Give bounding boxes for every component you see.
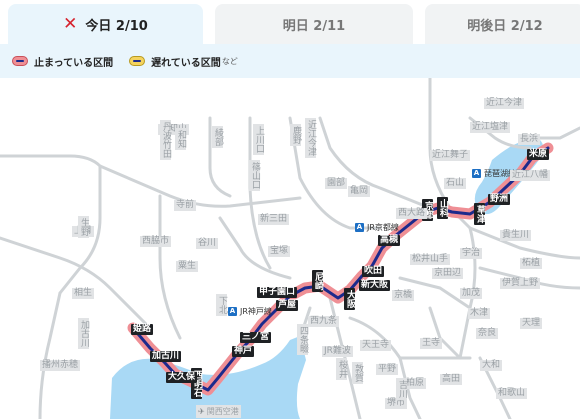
tab-tomorrow-label: 明日 2/11: [282, 18, 346, 34]
station-grey[interactable]: 近江塩津: [470, 122, 511, 133]
station-grey[interactable]: 亀岡: [348, 186, 371, 197]
station-grey[interactable]: 粟生: [176, 261, 199, 272]
station-kusatsu[interactable]: 草津: [474, 203, 485, 225]
station-grey[interactable]: 奈良: [476, 328, 499, 339]
station-grey[interactable]: 寺前: [174, 200, 197, 211]
airport-icon: ✈: [198, 407, 205, 416]
station-grey[interactable]: 宇治: [460, 248, 483, 259]
kyoto-line-label: A JR京都線: [355, 223, 399, 232]
legend-delayed-suffix: など: [221, 56, 238, 66]
close-x-icon: ✕: [63, 13, 78, 34]
station-grey[interactable]: 伊賀上野: [500, 278, 541, 289]
station-kakogawa[interactable]: 加古川: [150, 351, 182, 362]
tab-today-label: 今日 2/10: [85, 18, 148, 34]
station-suita[interactable]: 吹田: [362, 266, 385, 277]
station-grey-vertical[interactable]: 和知: [175, 128, 186, 150]
station-himeji[interactable]: 姫路: [131, 324, 154, 335]
legend-stopped: 止まっている区間: [12, 54, 113, 69]
route-map[interactable]: A 琵琶湖線 A JR京都線 A JR神戸線 米原 野洲 草津 山科 京都 高槻…: [0, 78, 580, 419]
station-grey[interactable]: 王寺: [420, 338, 443, 349]
legend-delayed: 遅れている区間 など: [129, 54, 238, 69]
station-grey-vertical[interactable]: 桜井: [336, 358, 347, 380]
station-grey[interactable]: 堺市: [385, 398, 408, 409]
tab-day-after[interactable]: 明後日 2/12: [425, 4, 580, 44]
station-grey-vertical[interactable]: 吉川: [396, 378, 407, 400]
station-grey[interactable]: 松井山手: [410, 254, 451, 265]
station-okubo[interactable]: 大久保: [166, 372, 198, 383]
station-nishiakashi[interactable]: 西明石: [191, 368, 202, 399]
tab-today[interactable]: ✕ 今日 2/10: [8, 4, 203, 44]
station-ashiya[interactable]: 芦屋: [276, 300, 299, 311]
station-grey[interactable]: 谷川: [196, 238, 219, 249]
station-grey-vertical[interactable]: 下北: [216, 294, 227, 316]
jr-line-icon: A: [355, 223, 364, 232]
legend-bar: 止まっている区間 遅れている区間 など: [0, 44, 580, 78]
station-yasu[interactable]: 野洲: [488, 194, 511, 205]
station-grey[interactable]: 新三田: [258, 214, 290, 225]
station-grey[interactable]: 柘植: [520, 258, 543, 269]
station-amagasaki[interactable]: 尼崎: [312, 270, 323, 292]
station-grey[interactable]: JR難波: [322, 346, 353, 357]
station-grey[interactable]: 平野: [376, 364, 399, 375]
station-grey-vertical[interactable]: 四条畷: [297, 324, 308, 355]
station-grey-vertical[interactable]: 篠山口: [249, 160, 260, 191]
station-grey[interactable]: 石山: [444, 178, 467, 189]
station-osaka[interactable]: 大阪: [344, 288, 355, 310]
station-grey[interactable]: 天王寺: [360, 340, 392, 351]
station-grey[interactable]: 園部: [325, 178, 348, 189]
station-grey[interactable]: 天理: [520, 318, 543, 329]
station-grey[interactable]: 京橋: [392, 290, 415, 301]
biwako-line-label: A 琵琶湖線: [472, 169, 516, 178]
station-kobe[interactable]: 神戸: [232, 346, 255, 357]
station-grey[interactable]: 宝塚: [268, 246, 291, 257]
tab-tomorrow[interactable]: 明日 2/11: [215, 4, 413, 44]
station-grey[interactable]: 木津: [468, 308, 491, 319]
jr-line-icon: A: [228, 307, 237, 316]
station-grey[interactable]: 京田辺: [432, 268, 464, 279]
station-grey-vertical[interactable]: 加古川: [78, 318, 89, 349]
kansai-airport[interactable]: ✈ 関西空港: [196, 405, 241, 418]
station-grey-vertical[interactable]: 丹波竹田: [160, 120, 171, 160]
station-grey[interactable]: 近江舞子: [430, 150, 471, 161]
delayed-swatch-icon: [129, 56, 146, 66]
station-grey-vertical[interactable]: 生野: [78, 216, 89, 238]
station-koshienguchi[interactable]: 甲子園口: [257, 287, 298, 298]
legend-delayed-label: 遅れている区間: [151, 57, 221, 69]
station-grey[interactable]: 貴生川: [500, 230, 532, 241]
station-grey-vertical[interactable]: 近江今津: [305, 118, 316, 158]
station-grey[interactable]: 高田: [440, 374, 463, 385]
station-shinosaka[interactable]: 新大阪: [359, 280, 391, 291]
station-sannomiya[interactable]: 三ノ宮: [240, 332, 272, 343]
tab-day-after-label: 明後日 2/12: [467, 18, 543, 34]
station-grey[interactable]: 柏原: [404, 378, 427, 389]
station-grey[interactable]: 福知山: [158, 124, 190, 135]
station-grey[interactable]: 和歌山: [496, 388, 528, 399]
jr-line-icon: A: [472, 169, 481, 178]
osaka-bay-water: [110, 336, 306, 419]
station-grey-vertical[interactable]: 綾部: [212, 126, 223, 148]
station-grey-vertical[interactable]: 敦賀: [352, 362, 363, 384]
stopped-swatch-icon: [12, 56, 28, 66]
station-grey[interactable]: 加茂: [460, 288, 483, 299]
date-tabs: ✕ 今日 2/10 明日 2/11 明後日 2/12: [0, 0, 580, 44]
kobe-line-label: A JR神戸線: [228, 307, 272, 316]
station-grey[interactable]: 西大路: [396, 208, 428, 219]
station-grey[interactable]: 西脇市: [140, 236, 172, 247]
station-grey[interactable]: 長浜: [518, 134, 541, 145]
station-grey[interactable]: 近江八幡: [510, 170, 551, 181]
station-grey[interactable]: 播州赤穂: [40, 360, 81, 371]
station-maibara[interactable]: 米原: [527, 149, 550, 160]
station-yamashina[interactable]: 山科: [437, 197, 448, 219]
station-grey[interactable]: 西九条: [308, 316, 340, 327]
station-takatsuki[interactable]: 高槻: [378, 235, 401, 246]
legend-stopped-label: 止まっている区間: [34, 57, 114, 69]
station-grey-vertical[interactable]: 鹿野: [290, 124, 301, 146]
station-grey[interactable]: 相生: [72, 288, 95, 299]
station-grey-vertical[interactable]: 上川口: [253, 124, 264, 155]
station-grey[interactable]: 近江今津: [484, 98, 525, 109]
station-grey[interactable]: 大和: [480, 360, 503, 371]
station-kyoto[interactable]: 京都: [422, 199, 433, 221]
background-tracks: [0, 78, 580, 419]
